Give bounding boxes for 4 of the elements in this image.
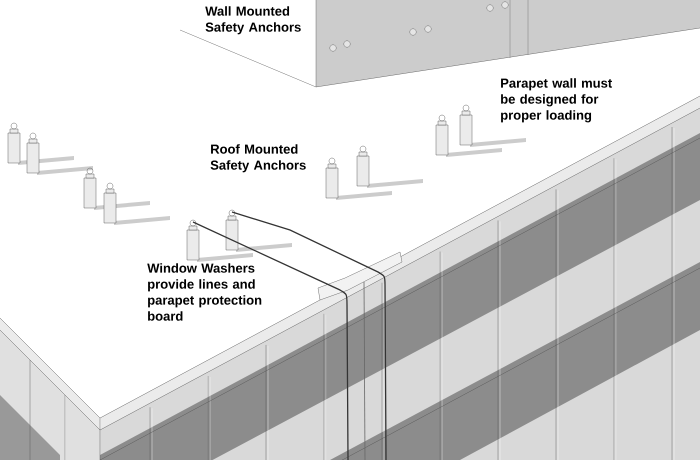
callout-text: Window Washers provide lines and parapet protection board xyxy=(147,263,262,321)
callout-text: Wall Mounted Safety Anchors xyxy=(205,6,301,34)
callout-text: Parapet wall must be designed for proper loading xyxy=(501,78,612,122)
callout-text: Roof Mounted Safety Anchors xyxy=(210,144,306,172)
